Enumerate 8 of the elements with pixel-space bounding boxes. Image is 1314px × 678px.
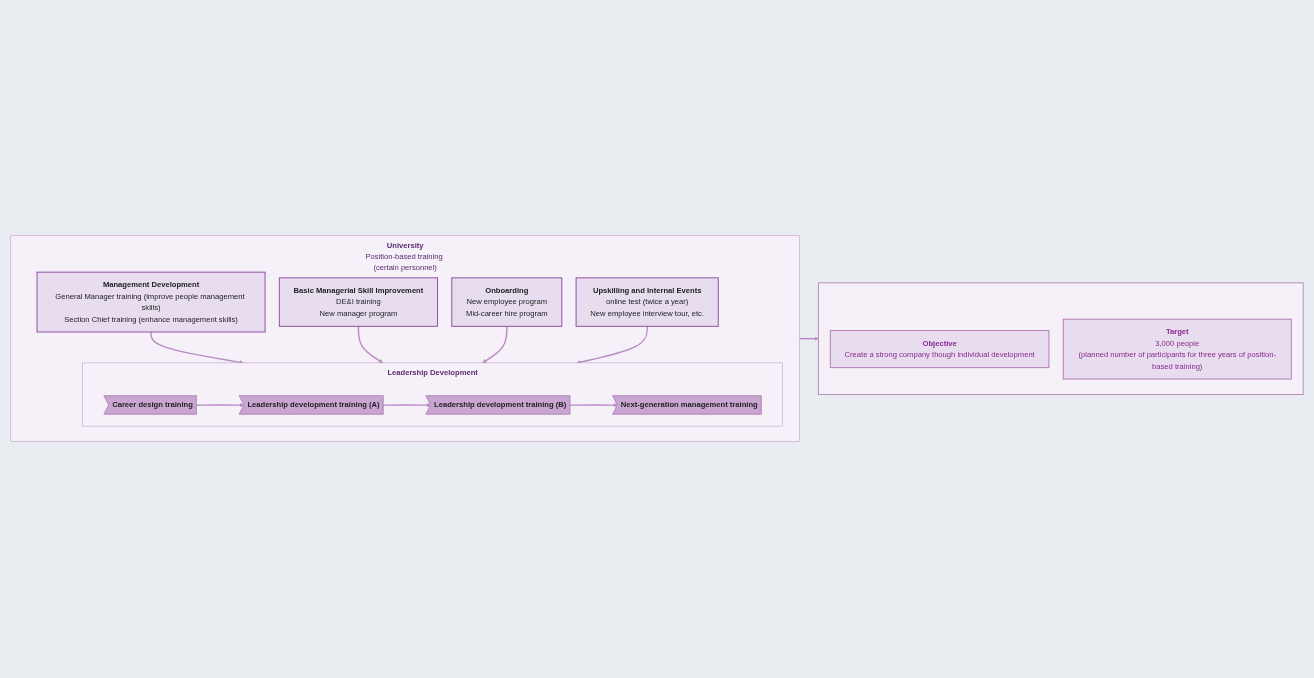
- arrow: [569, 403, 618, 408]
- arrow: [576, 325, 648, 365]
- arrow: [382, 403, 431, 408]
- arrow: [482, 325, 508, 364]
- arrow: [150, 331, 244, 365]
- cluster: [817, 282, 1304, 396]
- arrow: [195, 403, 245, 408]
- arrow: [357, 325, 383, 364]
